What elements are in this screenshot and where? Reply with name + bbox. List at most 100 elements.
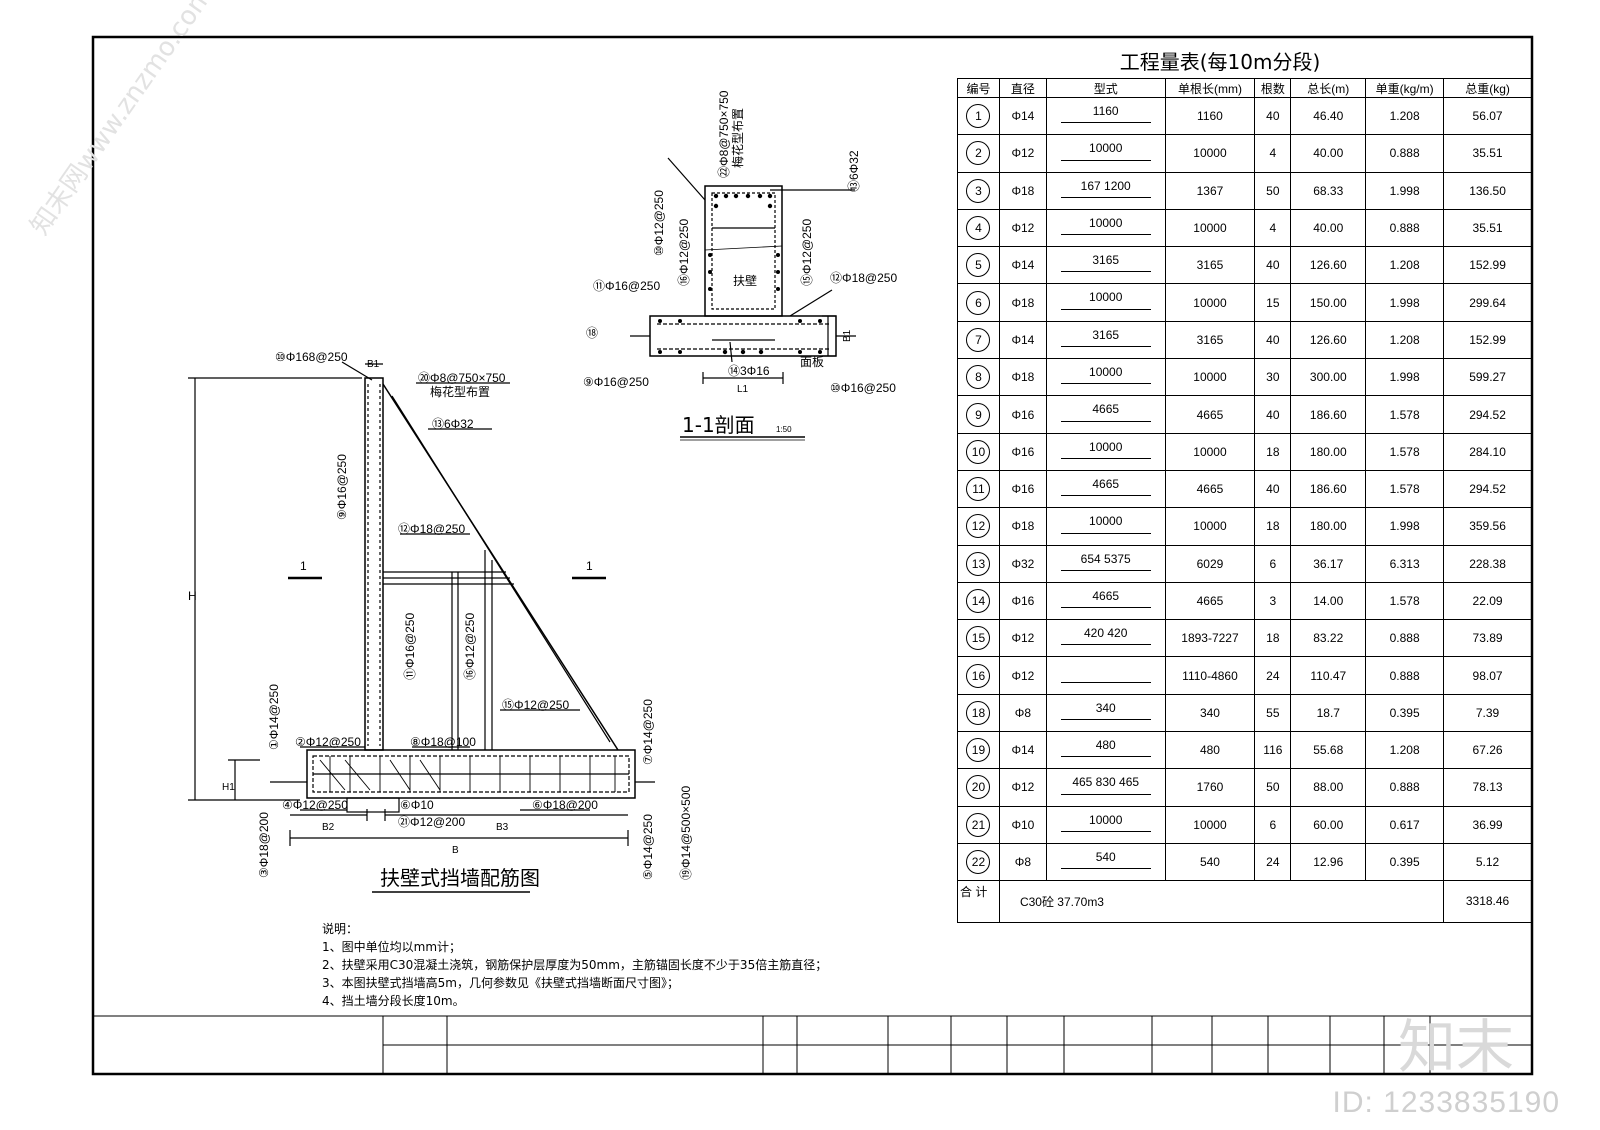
shape-dimension: 10000 (1089, 514, 1123, 529)
shape-dimension: 4665 (1092, 588, 1120, 603)
label-bar4: ④Φ12@250 (282, 798, 348, 812)
shape-dimension: 1160 (1092, 104, 1119, 118)
bar-number-circle: 7 (966, 327, 991, 352)
bar-number-circle: 9 (966, 402, 991, 427)
cell-total-len: 180.00 (1290, 432, 1367, 471)
th-count: 根数 (1254, 78, 1292, 98)
cell-shape: 10000 (1045, 283, 1166, 322)
label-bar22-layout: 梅花型布置 (430, 384, 490, 399)
cell-no: 11 (957, 469, 1000, 509)
section-1-1-drawing (630, 157, 856, 441)
label-bar1: ①Φ14@250 (267, 684, 281, 750)
bar-number-circle: 10 (966, 439, 991, 464)
th-len: 单根长(mm) (1164, 78, 1256, 98)
cell-no: 13 (957, 544, 1000, 583)
cell-unit-w: 6.313 (1365, 544, 1445, 583)
cell-shape: 654 5375 (1045, 544, 1166, 583)
sec-label-bar22: ㉒Φ8@750×750 (717, 90, 731, 178)
cell-count: 4 (1254, 134, 1292, 173)
bar-shape-line (1060, 234, 1151, 236)
cell-unit-w: 1.208 (1365, 320, 1445, 360)
cell-no: 8 (957, 358, 1000, 397)
main-drawing-title: 扶壁式挡墙配筋图 (380, 866, 540, 890)
sec-label-bar9: ⑨Φ16@250 (583, 375, 649, 389)
cell-total-w: 67.26 (1443, 731, 1532, 770)
bar-shape-line (1060, 868, 1151, 870)
cell-no: 18 (957, 693, 1000, 733)
bar-shape-line (1060, 420, 1151, 422)
cell-unit-w: 1.578 (1365, 432, 1445, 471)
notes: 说明： 1、图中单位均以mm计； 2、扶壁采用C30混凝土浇筑，钢筋保护层厚度为… (322, 920, 827, 1010)
cell-count: 50 (1254, 171, 1292, 210)
label-bar5: ⑤Φ14@250 (641, 814, 655, 880)
th-shape: 型式 (1045, 78, 1166, 98)
cell-count: 6 (1254, 544, 1292, 583)
cell-dia: Φ12 (998, 208, 1047, 248)
dim-b2: B2 (322, 822, 335, 833)
bar-number-circle: 11 (966, 477, 991, 502)
bar-number-circle: 13 (966, 551, 991, 576)
cell-unit-w: 0.617 (1365, 805, 1445, 844)
bar-shape-line (1060, 681, 1151, 683)
bar-shape-line (1060, 122, 1151, 124)
shape-dimension: 3165 (1092, 327, 1120, 342)
main-drawing-labels: ⑩Φ168@250 B1 ⑳Φ8@750×750 梅花型布置 ⑬6Φ32 ⑫Φ1… (188, 350, 693, 890)
note-item: 1、图中单位均以mm计； (322, 940, 462, 954)
quantity-table: 编号 直径 型式 单根长(mm) 根数 总长(m) 单重(kg/m) 总重(kg… (957, 78, 1532, 923)
cell-dia: Φ18 (998, 358, 1047, 397)
cell-count: 40 (1254, 246, 1292, 285)
cell-unit-w: 1.208 (1365, 96, 1445, 136)
cell-no: 20 (957, 768, 1000, 807)
cell-no: 19 (957, 731, 1000, 770)
cell-total-w: 359.56 (1443, 507, 1532, 546)
cell-total-len: 40.00 (1290, 134, 1367, 173)
bar-shape-line (1060, 607, 1151, 609)
cell-no: 9 (957, 395, 1000, 434)
bar-shape-line (1060, 830, 1151, 832)
cell-count: 18 (1254, 507, 1292, 546)
cell-shape: 480 (1045, 731, 1166, 770)
main-reinforcement-drawing (188, 361, 655, 846)
cell-total-len: 83.22 (1290, 619, 1367, 658)
cell-shape: 4665 (1045, 395, 1166, 434)
bar-shape-line (1060, 346, 1151, 348)
cell-count: 24 (1254, 656, 1292, 695)
sec-label-panel: 面板 (800, 355, 824, 369)
cell-len: 1110-4860 (1164, 656, 1256, 695)
cell-unit-w: 0.888 (1365, 656, 1445, 695)
cell-len: 4665 (1164, 469, 1256, 509)
cell-shape: 10000 (1045, 507, 1166, 546)
cell-dia: Φ14 (998, 731, 1047, 770)
cell-dia: Φ12 (998, 656, 1047, 695)
cell-total-len: 110.47 (1290, 656, 1367, 695)
cell-dia: Φ16 (998, 395, 1047, 434)
cell-total-w: 294.52 (1443, 395, 1532, 434)
cell-total-w: 56.07 (1443, 96, 1532, 136)
total-concrete: C30砼 37.70m3 (998, 880, 1445, 923)
bar-number-circle: 22 (966, 850, 991, 875)
cell-no: 4 (957, 208, 1000, 248)
sheet-border (91, 35, 1534, 1076)
cell-unit-w: 1.578 (1365, 581, 1445, 621)
bar-shape-line (1060, 383, 1151, 385)
cell-unit-w: 1.998 (1365, 171, 1445, 210)
shape-dimension: 10000 (1089, 290, 1123, 305)
cell-shape: 10000 (1045, 134, 1166, 173)
cell-dia: Φ12 (998, 768, 1047, 807)
section-bar-dots (658, 193, 822, 355)
cell-total-w: 73.89 (1443, 619, 1532, 658)
bar-number-circle: 15 (966, 626, 991, 651)
th-total-len: 总长(m) (1290, 78, 1367, 98)
cell-shape: 465 830 465 (1045, 768, 1166, 807)
sec-label-buttress: 扶壁 (733, 273, 757, 288)
cell-no: 2 (957, 134, 1000, 173)
cell-no: 16 (957, 656, 1000, 695)
